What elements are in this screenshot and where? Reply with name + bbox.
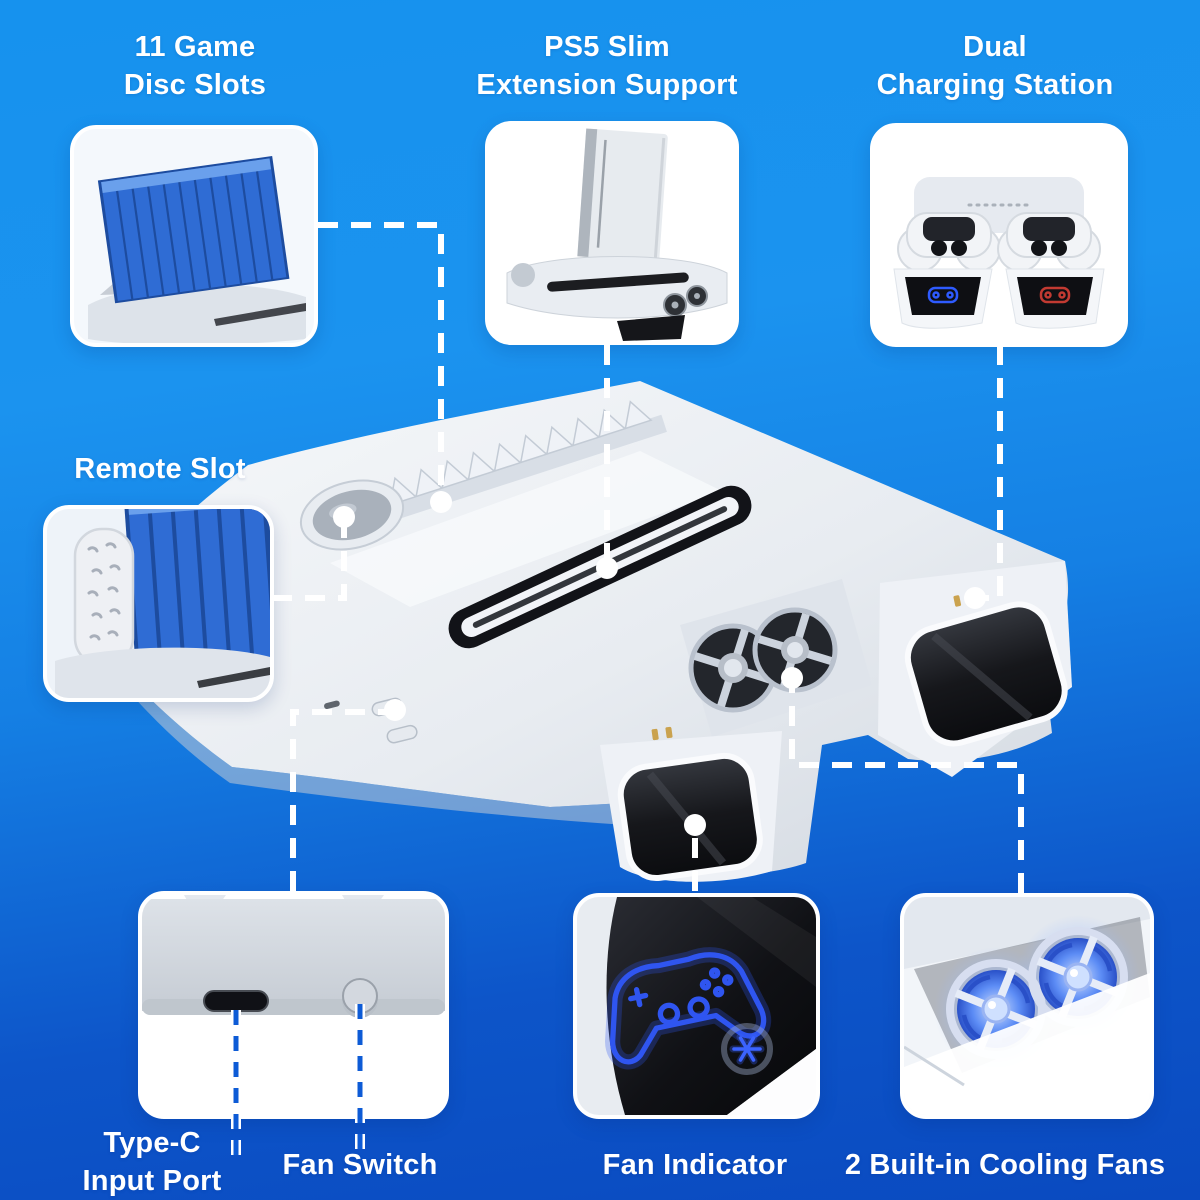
type-c-port-side (324, 700, 340, 709)
inset-fan-indicator (573, 893, 820, 1119)
controller-dock-front (600, 726, 782, 882)
controller-icon-red (1039, 286, 1071, 304)
snowflake-icon (721, 1023, 773, 1075)
label-cooling-fans: 2 Built-in Cooling Fans (844, 1149, 1166, 1181)
mini-fans (663, 285, 708, 317)
label-remote: Remote Slot (74, 453, 246, 485)
controller-dock-right (878, 561, 1072, 777)
controller-icon-blue (927, 286, 959, 304)
typec-fanswitch-photo (142, 895, 445, 1115)
remote-slot-photo (47, 509, 270, 698)
label-extension: PS5 Slim Extension Support (476, 31, 738, 101)
media-remote (73, 527, 135, 667)
inset-disc-slots (70, 125, 318, 347)
charging-station-photo (874, 127, 1124, 343)
label-charging: Dual Charging Station (876, 31, 1114, 101)
inset-cooling-fans (900, 893, 1154, 1119)
label-type-c: Type-C Input Port (82, 1127, 222, 1197)
inset-typec-fanswitch (138, 891, 449, 1119)
inset-charging-station (870, 123, 1128, 347)
fan-indicator-photo (577, 897, 816, 1115)
type-c-port (203, 990, 269, 1012)
ps5-console (577, 128, 668, 262)
label-fan-switch: Fan Switch (282, 1149, 438, 1181)
charge-contacts-front (651, 726, 673, 741)
label-fan-indicator: Fan Indicator (602, 1149, 788, 1181)
extension-support-photo (489, 125, 735, 341)
cooling-fan-left (688, 623, 778, 713)
dock-right (1005, 268, 1105, 329)
cooling-fan-right (752, 607, 838, 693)
label-disc-slots: 11 Game Disc Slots (123, 31, 267, 101)
cooling-fans-photo (904, 897, 1150, 1115)
inset-extension-support (485, 121, 739, 345)
controller-right (997, 212, 1101, 272)
fan-switch-button-closeup (342, 978, 378, 1018)
dock-left (893, 268, 993, 329)
controller-outline-icon (605, 947, 772, 1070)
disc-slots-photo (74, 129, 314, 343)
inset-remote-slot (43, 505, 274, 702)
controller-left (897, 212, 1001, 272)
